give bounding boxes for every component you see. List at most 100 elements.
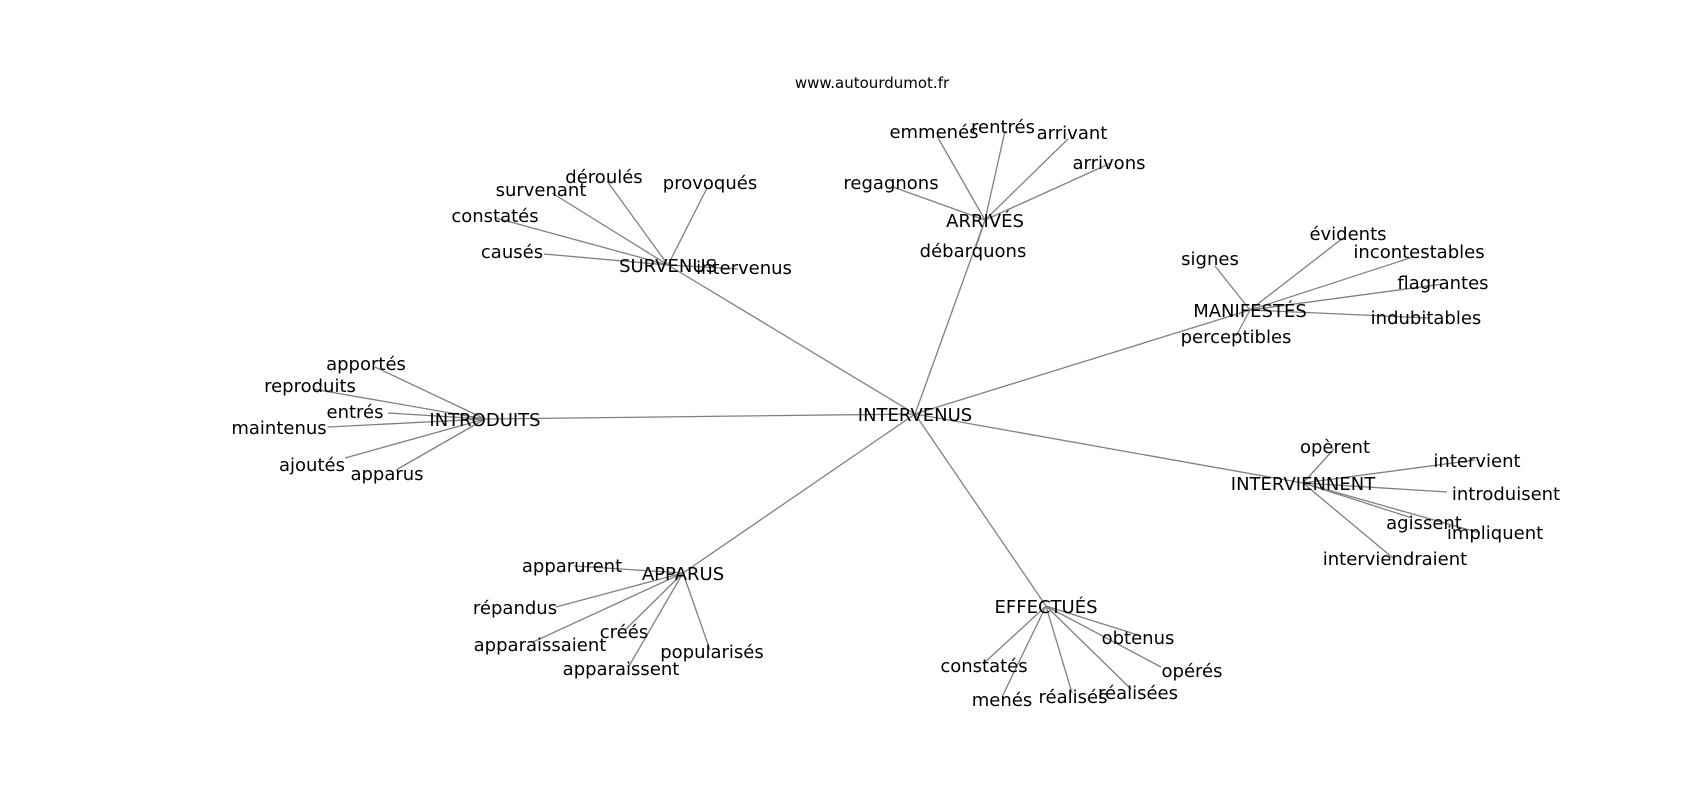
hub-introduits: INTRODUITS — [429, 410, 540, 431]
leaf-word: entrés — [327, 402, 384, 423]
edge-interviennent-leaf — [1302, 482, 1394, 559]
hub-apparus: APPARUS — [642, 564, 724, 585]
edge-center-manifestes — [914, 309, 1251, 415]
edge-arrives-leaf — [936, 135, 986, 221]
edge-apparus-leaf — [682, 572, 711, 651]
leaf-word: apportés — [326, 354, 406, 375]
leaf-word: constatés — [940, 656, 1027, 677]
edge-center-interviennent — [914, 413, 1304, 484]
hub-arrives: ARRIVÉS — [946, 210, 1024, 232]
leaf-word: évidents — [1309, 224, 1386, 245]
edge-arrives-leaf — [892, 186, 986, 221]
edge-center-survenus — [667, 264, 916, 415]
edge-effectues-leaf — [1045, 605, 1162, 668]
edge-effectues-leaf — [1045, 605, 1132, 690]
edge-survenus-leaf — [551, 192, 669, 266]
edge-survenus-leaf — [543, 253, 669, 266]
edge-arrives-leaf — [984, 162, 1112, 221]
leaf-word: signes — [1181, 249, 1239, 270]
edge-manifestes-leaf — [1249, 237, 1344, 311]
leaf-word: maintenus — [231, 418, 326, 439]
leaf-word: intervient — [1433, 451, 1520, 472]
leaf-word: intervenus — [696, 258, 792, 279]
edge-survenus-leaf — [495, 217, 669, 266]
edge-introduits-leaf — [312, 388, 486, 420]
edge-manifestes-leaf — [1249, 309, 1429, 319]
edge-center-introduits — [484, 413, 916, 420]
leaf-word: apparaissaient — [474, 635, 607, 656]
edge-interviennent-leaf — [1302, 482, 1448, 493]
leaf-word: apparaissent — [563, 659, 680, 680]
leaf-word: obtenus — [1102, 628, 1175, 649]
edge-interviennent-leaf — [1302, 448, 1335, 484]
leaf-word: opérés — [1162, 661, 1223, 682]
leaf-word: popularisés — [660, 642, 764, 663]
edge-center-effectues — [914, 413, 1047, 607]
leaf-word: flagrantes — [1397, 273, 1488, 294]
edge-apparus-leaf — [624, 572, 684, 631]
leaf-word: constatés — [451, 206, 538, 227]
site-watermark: www.autourdumot.fr — [795, 74, 950, 92]
edge-apparus-leaf — [573, 565, 684, 574]
hub-effectues: EFFECTUÉS — [995, 596, 1098, 618]
hub-survenus: SURVENUS — [619, 256, 717, 277]
leaf-word: impliquent — [1447, 523, 1543, 544]
leaf-word: réalisés — [1039, 687, 1108, 708]
leaf-word: débarquons — [920, 241, 1027, 262]
edge-survenus-leaf — [667, 187, 708, 266]
edge-survenus-leaf — [606, 180, 669, 266]
leaf-word: menés — [972, 690, 1032, 711]
leaf-word: arrivant — [1037, 123, 1108, 144]
edge-center-apparus — [682, 413, 916, 574]
edge-effectues-leaf — [1045, 605, 1142, 637]
edge-introduits-leaf — [327, 418, 486, 428]
leaf-word: arrivons — [1073, 153, 1146, 174]
leaf-word: provoqués — [663, 173, 757, 194]
center-word: INTERVENUS — [858, 405, 972, 426]
leaf-word: réalisées — [1098, 683, 1178, 704]
leaf-word: reproduits — [264, 376, 356, 397]
edge-effectues-leaf — [982, 605, 1047, 665]
edge-survenus-leaf — [667, 264, 739, 270]
edge-apparus-leaf — [532, 572, 684, 643]
leaf-word: survenant — [496, 180, 587, 201]
leaf-word: apparurent — [522, 556, 622, 577]
edge-interviennent-leaf — [1302, 482, 1413, 519]
edge-arrives-leaf — [984, 138, 1069, 221]
leaf-word: perceptibles — [1181, 327, 1292, 348]
edge-introduits-leaf — [374, 366, 486, 420]
edge-manifestes-leaf — [1249, 283, 1444, 311]
edge-apparus-leaf — [628, 572, 684, 667]
edge-manifestes-leaf — [1235, 309, 1251, 337]
edge-arrives-leaf — [975, 219, 986, 248]
edge-manifestes-leaf — [1249, 256, 1414, 311]
leaf-word: agissent — [1386, 513, 1462, 534]
leaf-word: déroulés — [565, 167, 642, 188]
edge-interviennent-leaf — [1302, 459, 1476, 484]
edge-manifestes-leaf — [1214, 265, 1251, 311]
edge-effectues-leaf — [1045, 605, 1073, 694]
leaf-word: répandus — [473, 598, 557, 619]
edge-effectues-leaf — [1001, 605, 1047, 698]
leaf-word: interviendraient — [1323, 549, 1467, 570]
hub-interviennent: INTERVIENNENT — [1231, 474, 1376, 495]
edge-introduits-leaf — [344, 418, 486, 459]
leaf-word: créés — [600, 622, 648, 643]
leaf-word: rentrés — [971, 117, 1035, 138]
edge-interviennent-leaf — [1302, 482, 1481, 534]
graph-edges — [312, 130, 1481, 698]
edge-introduits-leaf — [387, 412, 486, 420]
leaf-word: indubitables — [1371, 308, 1482, 329]
leaf-word: emmenés — [889, 122, 978, 143]
edge-apparus-leaf — [555, 572, 684, 608]
edge-arrives-leaf — [984, 130, 1006, 221]
edge-introduits-leaf — [395, 418, 486, 471]
leaf-word: opèrent — [1300, 437, 1370, 458]
hub-manifestes: MANIFESTÉS — [1193, 300, 1307, 322]
leaf-word: introduisent — [1452, 484, 1560, 505]
leaf-word: ajoutés — [279, 455, 345, 476]
leaf-word: causés — [481, 242, 543, 263]
leaf-word: apparus — [350, 464, 423, 485]
